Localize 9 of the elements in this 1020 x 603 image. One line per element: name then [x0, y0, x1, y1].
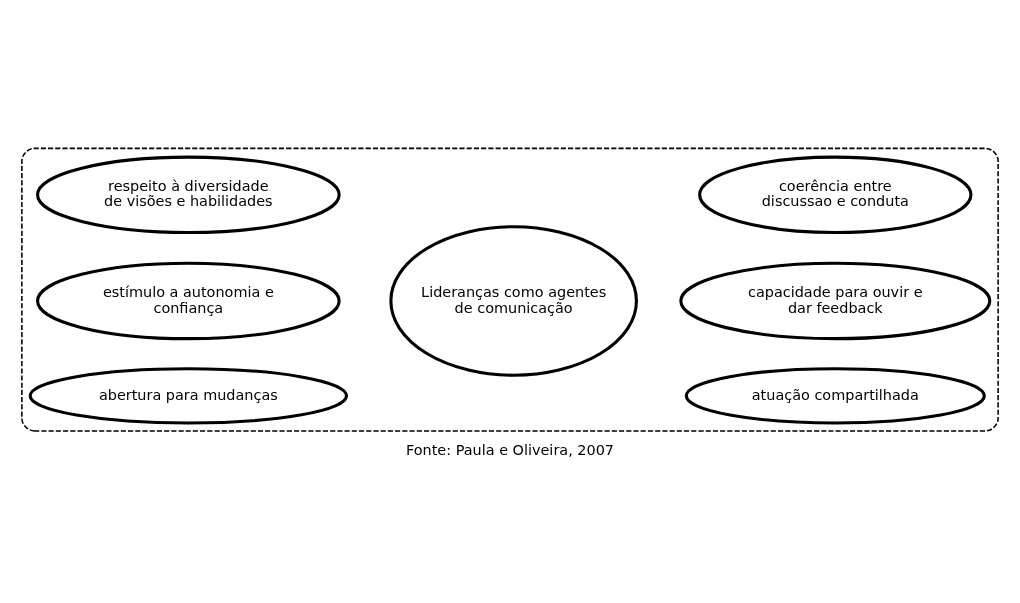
- caption: Fonte: Paula e Oliveira, 2007: [405, 441, 615, 458]
- node-ellipse: respeito à diversidade de visões e habilidades: [36, 155, 341, 234]
- node-ellipse: abertura para mudanças: [28, 367, 349, 425]
- node-ellipse: estímulo a autonomia e confiança: [36, 261, 341, 341]
- cluster: [21, 147, 999, 432]
- node-ellipse: Lideranças como agentes de comunicação: [389, 225, 638, 377]
- node-ellipse: coerência entre discussao e conduta: [698, 155, 973, 234]
- node-ellipse: atuação compartilhada: [684, 367, 986, 425]
- node-ellipse: capacidade para ouvir e dar feedback: [679, 261, 992, 341]
